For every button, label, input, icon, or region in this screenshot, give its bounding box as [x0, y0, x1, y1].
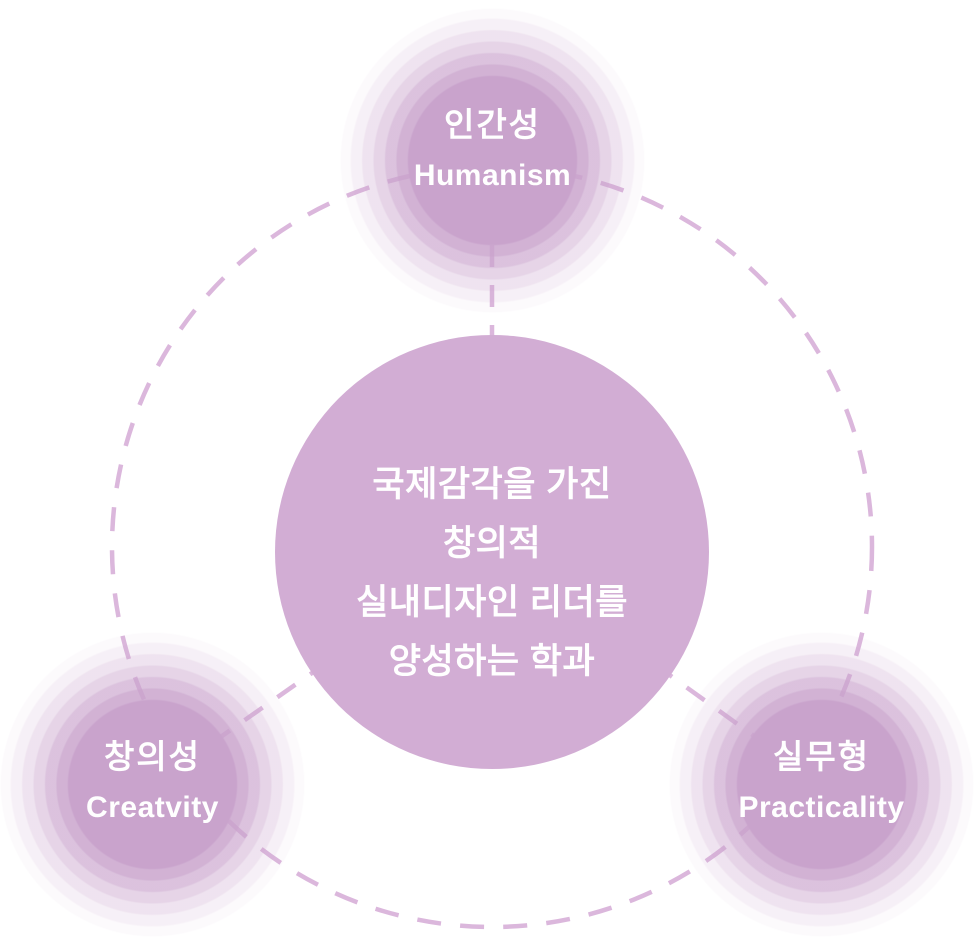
node-practicality-korean: 실무형 — [772, 737, 871, 775]
node-creativity-label: 창의성 Creatvity — [86, 737, 219, 825]
center-circle: 국제감각을 가진 창의적 실내디자인 리더를 양성하는 학과 — [275, 335, 709, 769]
node-humanism-english: Humanism — [413, 158, 572, 192]
node-practicality: 실무형 Practicality — [669, 632, 974, 937]
center-text-line: 창의적 — [442, 524, 542, 563]
node-practicality-english: Practicality — [738, 790, 905, 824]
node-humanism-label: 인간성 Humanism — [414, 105, 571, 193]
node-creativity-english: Creatvity — [86, 790, 219, 824]
node-practicality-label: 실무형 Practicality — [738, 737, 904, 825]
node-creativity: 창의성 Creatvity — [0, 632, 305, 937]
center-text-line: 국제감각을 가진 — [372, 465, 612, 504]
center-text-line: 양성하는 학과 — [388, 642, 596, 681]
node-humanism: 인간성 Humanism — [340, 8, 645, 313]
center-text: 국제감각을 가진 창의적 실내디자인 리더를 양성하는 학과 — [356, 455, 628, 691]
node-humanism-korean: 인간성 — [443, 105, 542, 143]
center-text-line: 실내디자인 리더를 — [356, 583, 628, 622]
node-creativity-korean: 창의성 — [103, 737, 202, 775]
